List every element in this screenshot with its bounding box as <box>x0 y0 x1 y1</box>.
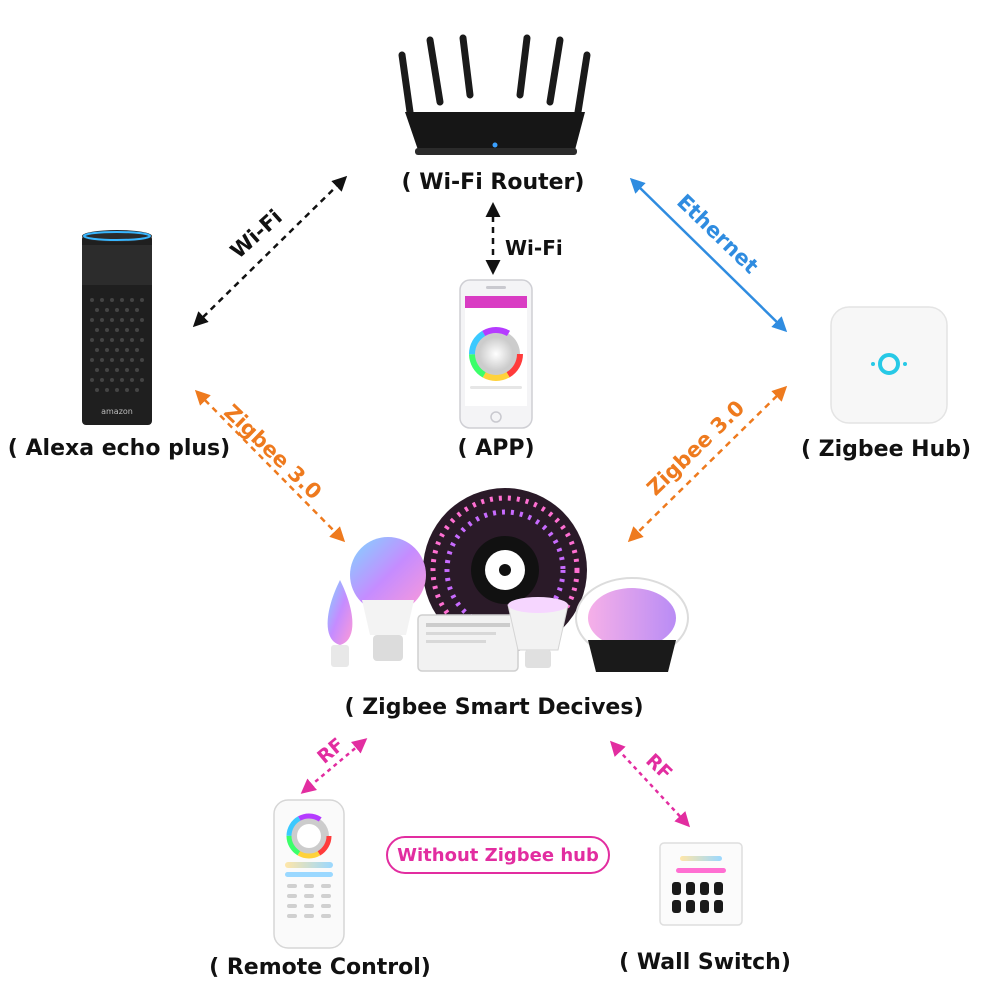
phone-icon <box>459 279 533 429</box>
zigbee-hub-icon <box>830 306 948 424</box>
app-label: ( APP) <box>457 436 535 461</box>
smart-devices-label: ( Zigbee Smart Decives) <box>344 695 644 720</box>
router-label: ( Wi-Fi Router) <box>401 170 585 195</box>
wall-switch-icon <box>659 842 743 926</box>
smart-devices-icon <box>327 488 689 672</box>
zigbee-right-arrow <box>627 385 788 543</box>
remote-label: ( Remote Control) <box>209 955 431 980</box>
alexa-echo-icon: amazon <box>82 230 152 425</box>
router-icon <box>398 34 591 155</box>
rf-left-arrow <box>300 738 368 794</box>
without-hub-badge: Without Zigbee hub <box>386 836 610 874</box>
ethernet-arrow <box>629 177 788 333</box>
wifi-left-arrow <box>192 175 348 328</box>
wifi-app-label: Wi-Fi <box>505 236 563 260</box>
zigbee-left-arrow <box>194 389 346 543</box>
alexa-label: ( Alexa echo plus) <box>7 436 231 461</box>
hub-label: ( Zigbee Hub) <box>800 437 972 462</box>
switch-label: ( Wall Switch) <box>619 950 791 975</box>
remote-control-icon <box>273 799 345 949</box>
rf-right-arrow <box>609 740 691 828</box>
alexa-brand-text: amazon <box>101 407 133 416</box>
